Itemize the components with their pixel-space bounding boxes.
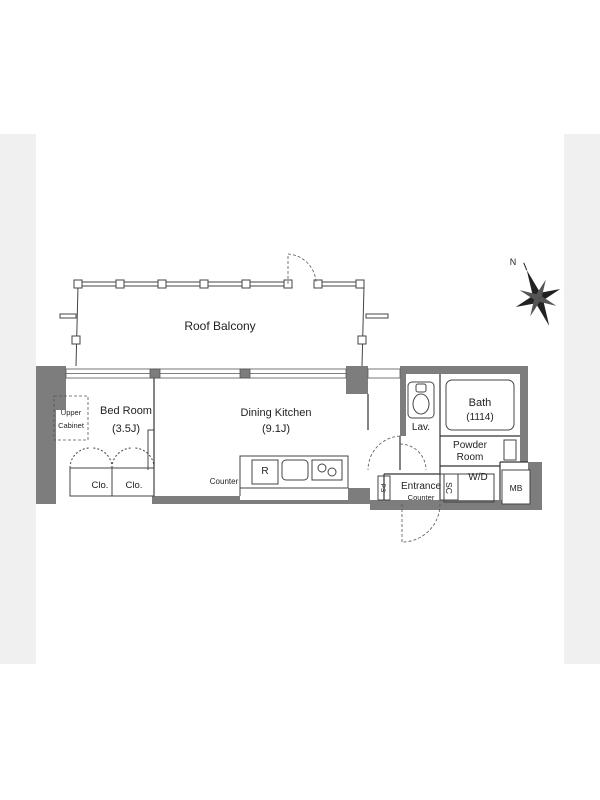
bedroom-door [147,429,154,470]
upper-cabinet-outline [53,395,89,441]
entrance-counter-label: Counter [408,493,435,502]
washer-dryer-label: W/D [468,472,487,483]
shoe-closet-label: SC [444,482,454,494]
upper-cabinet-label-line2: Cabinet [58,421,85,430]
roof-balcony-label: Roof Balcony [184,319,255,333]
refrigerator-label: R [261,466,268,477]
closet-1-label: Clo. [92,480,109,491]
right-margin-band [564,134,600,664]
compass-north-label: N [510,257,517,267]
bath-size: (1114) [466,412,493,423]
powder-room-label-line2: Room [457,452,484,463]
meter-box-label: MB [510,483,523,493]
bath-label: Bath [469,397,492,409]
shoe-closet-box [439,473,459,501]
entrance-door-swings [367,435,441,543]
kitchen-counter-label: Counter [210,477,239,486]
bed-room-label: Bed Room [100,405,152,417]
closet-2-label: Clo. [126,480,143,491]
window-strip [65,368,401,379]
pipe-space-label: PS [379,484,386,493]
dining-kitchen-size: (9.1J) [262,423,290,435]
compass-rose [515,262,561,326]
meter-box [501,469,531,505]
walls [36,366,542,510]
left-margin-band [0,134,36,664]
pipe-space-box [377,475,391,501]
powder-room-label-line1: Powder [453,440,488,451]
balcony-door-swing [287,253,317,284]
upper-cabinet-label-line1: Upper [61,408,82,417]
closet-outlines [69,447,155,497]
entrance-label: Entrance [401,481,441,492]
kitchen-counter [239,455,349,496]
lavatory-label: Lav. [412,422,430,433]
bed-room-size: (3.5J) [112,423,140,435]
dining-kitchen-label: Dining Kitchen [241,407,312,419]
